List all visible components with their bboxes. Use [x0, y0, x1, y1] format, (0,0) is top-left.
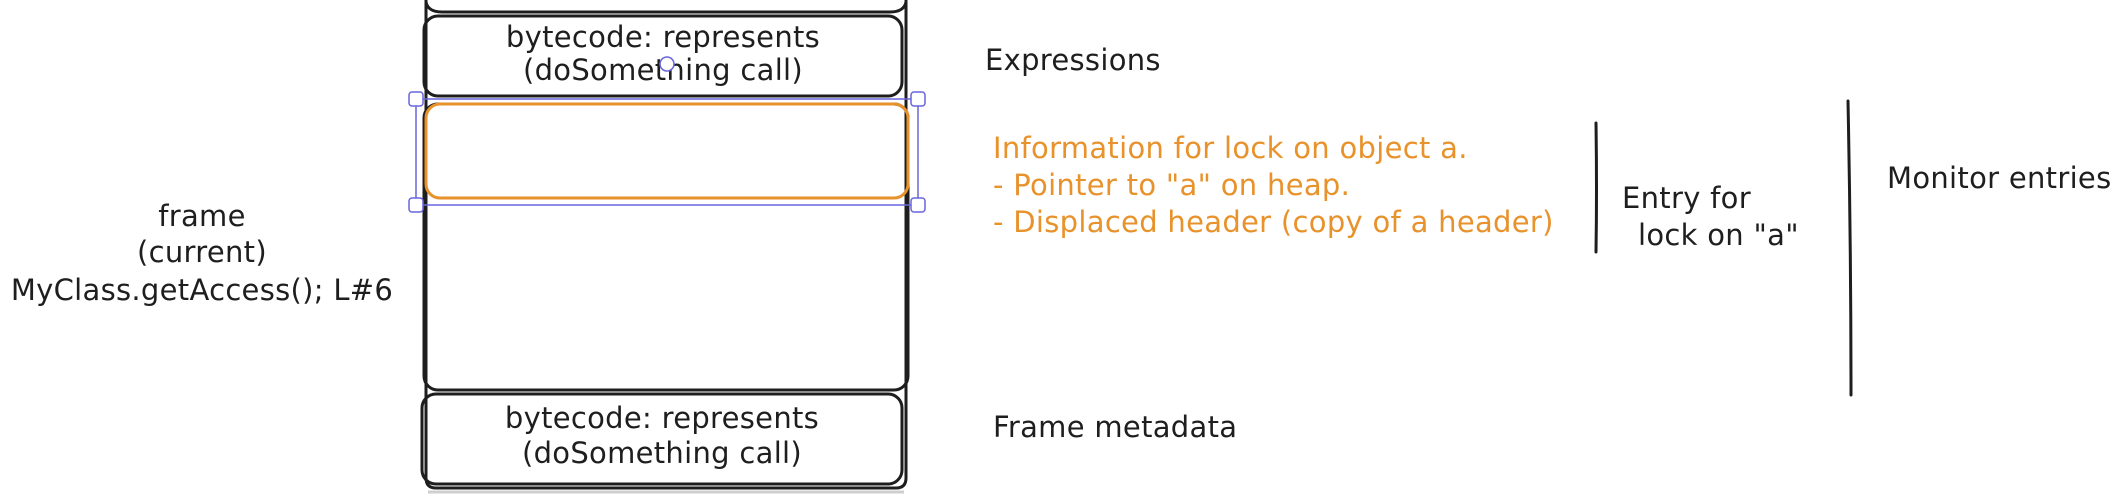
top-bytecode-block[interactable] — [422, 14, 904, 98]
lock-record-block[interactable] — [424, 102, 910, 200]
selection-box — [415, 98, 919, 206]
selection-handle-top-right[interactable] — [910, 91, 926, 107]
top-bytecode-line-1: bytecode: represents — [506, 20, 820, 54]
bottom-bytecode-block[interactable] — [420, 392, 904, 486]
entry-label-line-1: Entry for — [1622, 181, 1751, 215]
middle-frame-block[interactable] — [422, 102, 910, 392]
lock-info-line-2: - Pointer to "a" on heap. — [993, 168, 1350, 202]
bottom-bytecode-line-1: bytecode: represents — [505, 401, 819, 435]
rotation-handle[interactable] — [659, 56, 675, 72]
entry-bracket-line — [1594, 121, 1598, 254]
frame-label-line-3: MyClass.getAccess(); L#6 — [11, 273, 393, 307]
frame-label-line-2: (current) — [137, 235, 267, 269]
frame-metadata-label: Frame metadata — [993, 410, 1237, 444]
lock-info-line-3: - Displaced header (copy of a header) — [993, 205, 1554, 239]
block-above — [424, 0, 908, 14]
monitor-bracket-line — [1846, 99, 1853, 397]
selection-handle-top-left[interactable] — [408, 91, 424, 107]
expressions-label: Expressions — [985, 43, 1161, 77]
bottom-bytecode-line-2: (doSomething call) — [522, 436, 802, 470]
frame-label-line-1: frame — [158, 199, 246, 233]
lock-info-line-1: Information for lock on object a. — [993, 131, 1468, 165]
selection-handle-bottom-right[interactable] — [910, 197, 926, 213]
selection-handle-bottom-left[interactable] — [408, 197, 424, 213]
entry-label-line-2: lock on "a" — [1638, 218, 1799, 252]
monitor-entries-label: Monitor entries — [1887, 161, 2111, 195]
